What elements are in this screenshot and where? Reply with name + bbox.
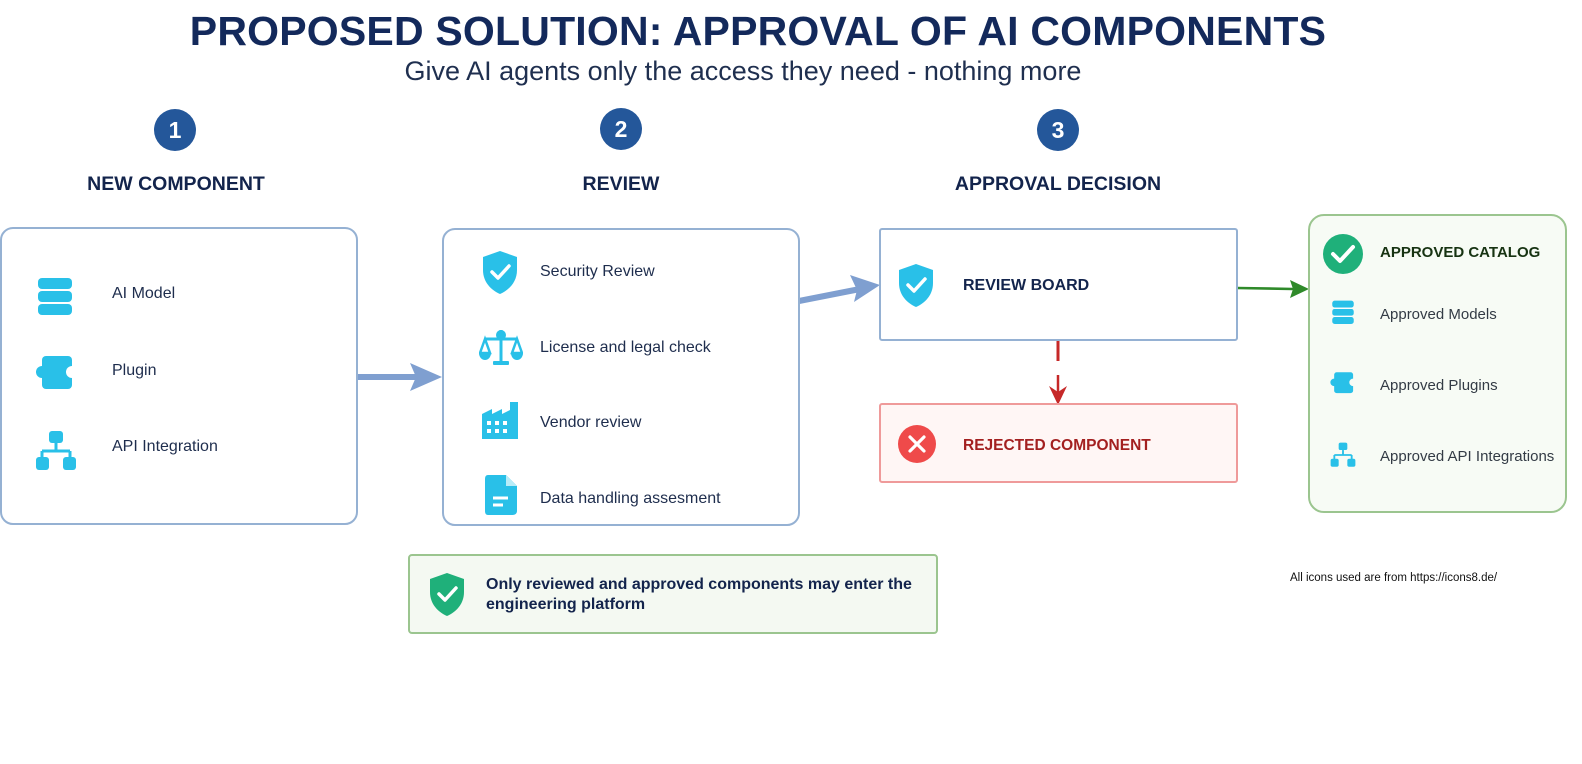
rejected-component-box: REJECTED COMPONENT [879, 403, 1238, 483]
hierarchy-icon [1330, 442, 1356, 467]
review-item-data-handling: Data handling assesment [540, 490, 721, 507]
step-number-3: 3 [1037, 109, 1079, 151]
hierarchy-icon [36, 431, 76, 470]
close-circle-icon [898, 425, 936, 463]
arrow-new-to-review-head [410, 363, 442, 391]
shield-check-icon [899, 264, 933, 307]
approved-catalog-item-api-integrations: Approved API Integrations [1380, 448, 1555, 465]
arrow-board-to-catalog [1236, 286, 1294, 291]
policy-note-box: Only reviewed and approved components ma… [408, 554, 938, 634]
review-item-security: Security Review [540, 263, 655, 280]
review-panel: Security Review License and legal check … [442, 228, 800, 526]
new-component-item-ai-model: AI Model [112, 285, 176, 302]
approved-catalog-title: APPROVED CATALOG [1380, 244, 1541, 261]
review-board-box: REVIEW BOARD [879, 228, 1238, 341]
shield-check-icon [430, 573, 464, 616]
arrow-board-to-catalog-head [1290, 280, 1309, 298]
review-item-vendor: Vendor review [540, 414, 642, 431]
document-icon [485, 475, 517, 515]
puzzle-piece-icon [1330, 372, 1357, 394]
step-number-2: 2 [600, 108, 642, 150]
factory-icon [482, 402, 518, 439]
step-number-1: 1 [154, 109, 196, 151]
server-stack-icon [1332, 300, 1354, 324]
approved-catalog-item-models: Approved Models [1380, 306, 1497, 323]
step-title-approval-decision: APPROVAL DECISION [954, 173, 1162, 195]
server-stack-icon [38, 278, 72, 315]
rejected-component-label: REJECTED COMPONENT [963, 437, 1151, 454]
icon-credit-text: All icons used are from https://icons8.d… [1290, 572, 1498, 584]
arrow-review-to-board [798, 286, 861, 304]
step-title-new-component: NEW COMPONENT [87, 173, 265, 195]
page-title: PROPOSED SOLUTION: APPROVAL OF AI COMPON… [189, 8, 1327, 54]
new-component-item-plugin: Plugin [112, 362, 157, 379]
review-item-license-legal: License and legal check [540, 339, 711, 356]
shield-check-icon [483, 251, 517, 294]
arrow-review-to-board-head [850, 275, 880, 302]
new-component-panel: AI Model Plugin API Integration [0, 227, 358, 525]
check-circle-icon [1323, 234, 1363, 274]
approved-catalog-item-plugins: Approved Plugins [1380, 377, 1498, 394]
new-component-item-api-integration: API Integration [112, 438, 218, 455]
puzzle-piece-icon [36, 356, 78, 389]
approved-catalog-panel: APPROVED CATALOG Approved Models Approve… [1308, 214, 1567, 513]
step-title-review: REVIEW [582, 173, 660, 195]
review-board-label: REVIEW BOARD [963, 277, 1090, 294]
scales-icon [479, 330, 523, 365]
page-subtitle: Give AI agents only the access they need… [404, 56, 1082, 86]
policy-note-text: Only reviewed and approved components ma… [486, 576, 912, 613]
